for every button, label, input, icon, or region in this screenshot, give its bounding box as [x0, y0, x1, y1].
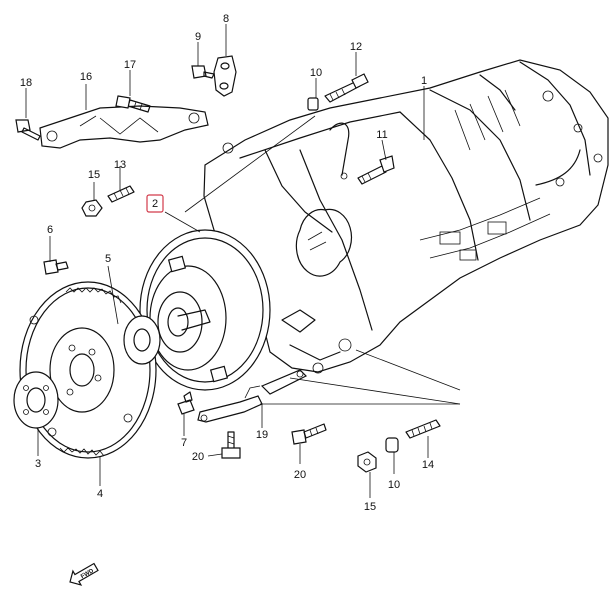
bolt-13 — [107, 185, 135, 203]
callout-9: 9 — [195, 31, 201, 43]
nut-15-lower — [357, 451, 377, 473]
callout-6: 6 — [47, 224, 53, 236]
bolt-20-right — [291, 423, 327, 445]
fwd-arrow-icon — [69, 562, 99, 586]
fwd-arrow: FWD — [69, 562, 99, 586]
callout-12: 12 — [350, 41, 362, 53]
callout-10-upper: 10 — [310, 67, 322, 79]
bolt-7 — [177, 391, 195, 415]
leader-lines — [25, 24, 461, 498]
callout-2: 2 — [152, 198, 158, 210]
bolt-6 — [43, 259, 69, 275]
callout-17: 17 — [124, 59, 136, 71]
stud-14 — [405, 419, 441, 439]
callout-20-right: 20 — [294, 469, 306, 481]
sleeve-10-upper — [307, 97, 319, 111]
bolt-12 — [324, 73, 369, 103]
callout-13: 13 — [114, 159, 126, 171]
sleeve-10-lower — [385, 437, 399, 453]
callout-10-lower: 10 — [388, 479, 400, 491]
adapter-plate — [13, 371, 59, 429]
drive-plate — [19, 281, 157, 459]
link-arm — [197, 369, 308, 423]
bolt-20-left — [221, 431, 241, 459]
callout-7: 7 — [181, 437, 187, 449]
callout-5: 5 — [105, 253, 111, 265]
callout-4: 4 — [97, 488, 103, 500]
callout-18: 18 — [20, 77, 32, 89]
callout-11: 11 — [376, 129, 387, 141]
small-bracket — [213, 55, 237, 97]
torque-converter — [139, 229, 271, 391]
callout-16: 16 — [80, 71, 92, 83]
bolt-9 — [191, 65, 215, 79]
callout-19: 19 — [256, 429, 268, 441]
callout-8: 8 — [223, 13, 229, 25]
callout-1: 1 — [421, 75, 427, 87]
bolt-11 — [357, 155, 395, 185]
bolt-18 — [15, 119, 41, 141]
spacer-ring — [123, 315, 161, 365]
callout-14: 14 — [422, 459, 434, 471]
callout-20-left: 20 — [192, 451, 204, 463]
callout-3: 3 — [35, 458, 41, 470]
nut-15-upper — [81, 199, 103, 217]
callout-15-upper: 15 — [88, 169, 100, 181]
callout-2-highlight-box — [146, 194, 164, 213]
bolt-17 — [115, 95, 151, 113]
mounting-bracket — [39, 105, 209, 149]
callout-labels: 1 2 3 4 5 6 7 8 9 10 10 11 12 13 14 15 1… — [20, 13, 434, 513]
callout-15-lower: 15 — [364, 501, 376, 513]
